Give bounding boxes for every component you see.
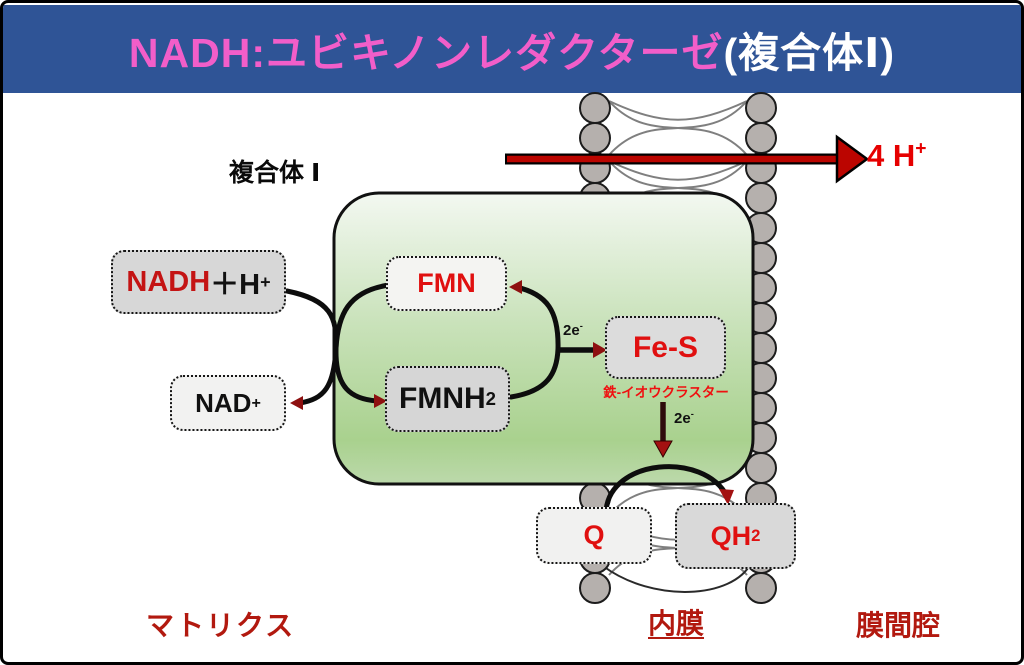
title-enzyme-name: NADH:ユビキノンレダクターゼ [128,30,724,76]
electron-lower-text: 2e [674,410,691,427]
title-complex-paren: (複合体Ⅰ) [723,30,896,76]
nadh-box: NADH＋H+ [111,250,286,314]
nad-label: NAD [195,387,252,418]
region-label-matrix: マトリクス [146,610,296,641]
arrow-2e-down-from-fes [653,402,673,459]
q-label: Q [583,520,605,550]
arrow-fmn-to-nad [290,282,392,410]
fmn-box: FMN [386,256,507,311]
proton-pump-arrow [505,134,870,184]
electron-upper-sup: - [579,321,583,331]
arrow-2e-to-fes [557,342,607,358]
qh2-label: QH [710,520,752,551]
fes-label: Fe-S [632,330,698,364]
region-label-inner-membrane: 内膜 [648,608,705,639]
proton-count-label: 4 H+ [867,138,926,174]
q-box: Q [536,507,652,564]
electron-lower-sup: - [690,409,694,419]
electron-label-upper: 2e- [563,321,583,339]
diagram-layer [284,92,870,604]
fes-box: Fe-S [605,316,726,379]
proton-count-sup: + [915,138,927,160]
page-title: NADH:ユビキノンレダクターゼ(複合体Ⅰ) [129,19,895,79]
fes-caption: 鉄-イオウクラスター [603,385,729,400]
complex-one-label: 複合体 Ⅰ [229,159,321,187]
proton-count-text: 4 H [867,138,916,173]
fmn-label: FMN [417,268,476,298]
nadh-label-black: ＋H [210,269,261,301]
nad-box: NAD+ [170,375,286,431]
fmnh2-label: FMNH [399,382,486,415]
title-bar: NADH:ユビキノンレダクターゼ(複合体Ⅰ) [3,5,1021,93]
arrow-q-to-qh2 [603,464,734,514]
electron-upper-text: 2e [563,322,580,339]
region-label-intermembrane-space: 膜間腔 [856,610,941,641]
nadh-label-red: NADH [126,265,211,298]
electron-label-lower: 2e- [674,409,694,427]
